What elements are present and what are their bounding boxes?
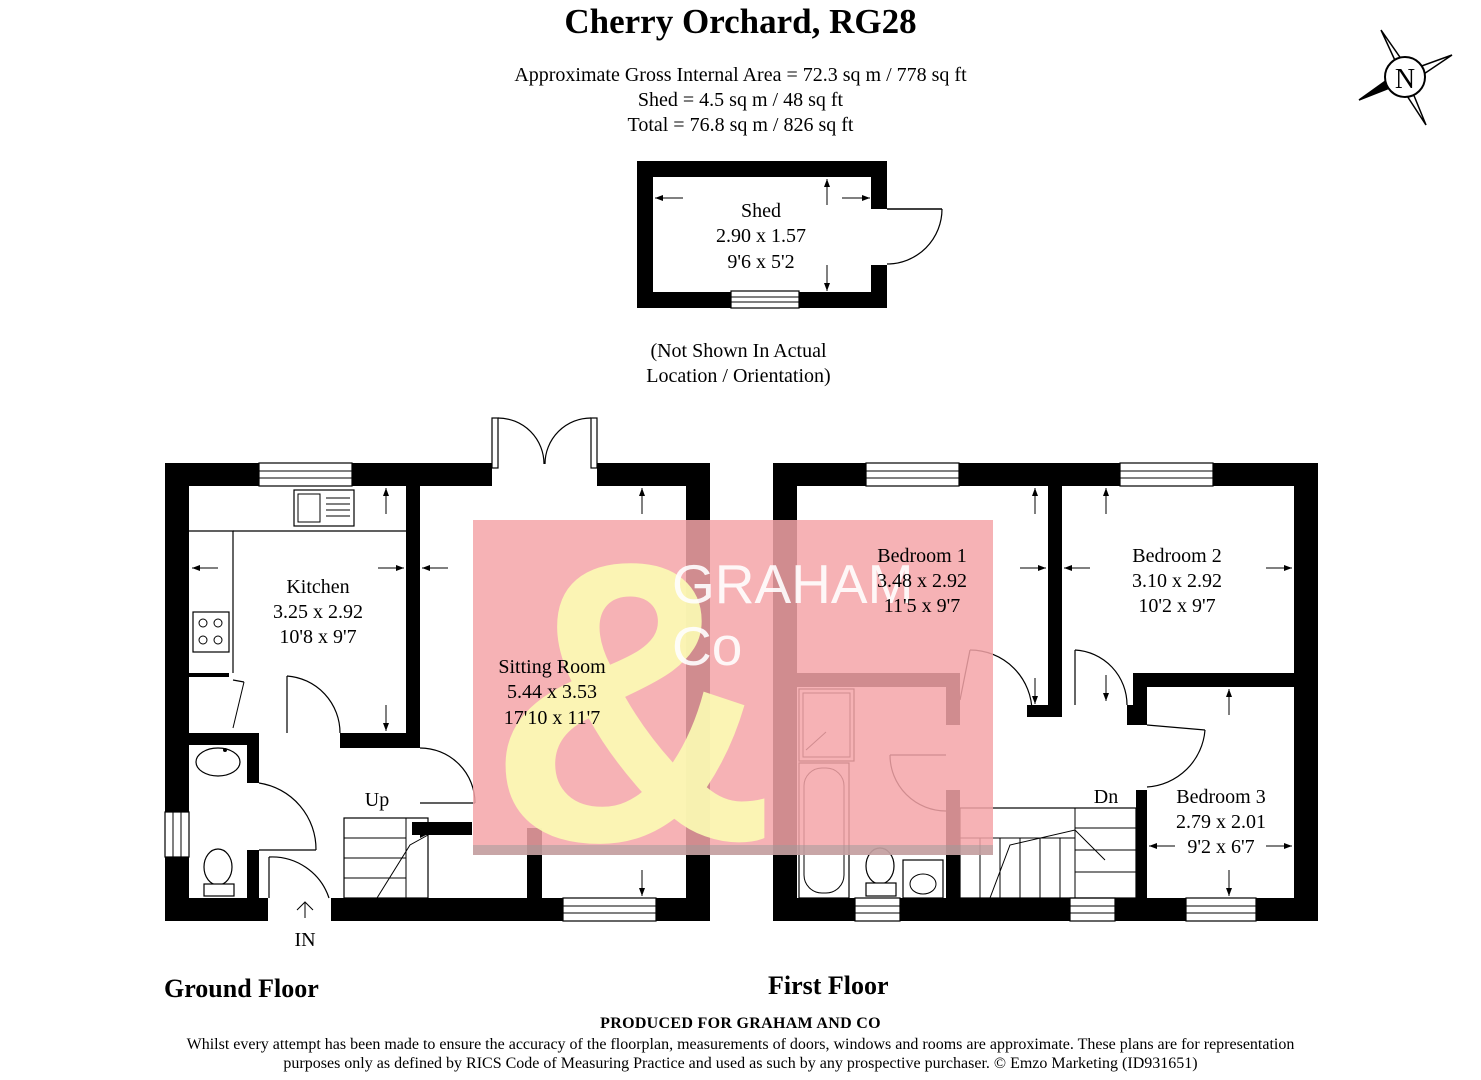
bedroom3-metric: 2.79 x 2.01 bbox=[1176, 811, 1266, 833]
agency-watermark: & GRAHAM Co bbox=[473, 478, 993, 925]
shed-metric: 2.90 x 1.57 bbox=[716, 225, 806, 247]
stairs-down-label: Dn bbox=[1094, 786, 1118, 808]
produced-for-text: PRODUCED FOR GRAHAM AND CO bbox=[600, 1015, 881, 1032]
gross-area-text: Approximate Gross Internal Area = 72.3 s… bbox=[514, 64, 967, 86]
bedroom2-name: Bedroom 2 bbox=[1132, 545, 1221, 567]
room-labels: Kitchen 3.25 x 2.92 10'8 x 9'7 Sitting R… bbox=[273, 545, 1266, 951]
first-floor-label: First Floor bbox=[768, 971, 889, 1000]
bedroom2-imperial: 10'2 x 9'7 bbox=[1138, 595, 1215, 617]
compass-icon: N bbox=[1358, 29, 1453, 126]
compass-north-label: N bbox=[1395, 64, 1415, 95]
bedroom3-imperial: 9'2 x 6'7 bbox=[1187, 836, 1254, 858]
shed-imperial: 9'6 x 5'2 bbox=[727, 251, 794, 273]
disclaimer-line2: purposes only as defined by RICS Code of… bbox=[283, 1055, 1198, 1072]
bedroom1-name: Bedroom 1 bbox=[877, 545, 966, 567]
watermark-ampersand-icon: & bbox=[488, 478, 777, 925]
bedroom1-metric: 3.48 x 2.92 bbox=[877, 570, 967, 592]
kitchen-imperial: 10'8 x 9'7 bbox=[279, 626, 356, 648]
sitting-room-name: Sitting Room bbox=[498, 656, 606, 678]
bedroom3-name: Bedroom 3 bbox=[1176, 786, 1265, 808]
shed-note-line2: Location / Orientation) bbox=[646, 365, 831, 387]
shed-note-line1: (Not Shown In Actual bbox=[650, 340, 827, 362]
sitting-room-imperial: 17'10 x 11'7 bbox=[504, 707, 600, 729]
total-area-text: Total = 76.8 sq m / 826 sq ft bbox=[627, 114, 854, 136]
entrance-label: IN bbox=[294, 929, 315, 951]
bedroom1-imperial: 11'5 x 9'7 bbox=[884, 595, 960, 617]
watermark-brand-line2: Co bbox=[672, 615, 742, 677]
shed-area-text: Shed = 4.5 sq m / 48 sq ft bbox=[637, 89, 844, 111]
disclaimer-line1: Whilst every attempt has been made to en… bbox=[186, 1036, 1295, 1053]
sitting-room-metric: 5.44 x 3.53 bbox=[507, 681, 597, 703]
bedroom2-metric: 3.10 x 2.92 bbox=[1132, 570, 1222, 592]
disclaimer: Whilst every attempt has been made to en… bbox=[40, 1035, 1441, 1073]
kitchen-name: Kitchen bbox=[286, 576, 349, 598]
ground-floor-label: Ground Floor bbox=[164, 974, 319, 1003]
watermark-brand-line1: GRAHAM bbox=[672, 553, 913, 615]
shed-name: Shed bbox=[741, 200, 781, 222]
stairs-up-label: Up bbox=[365, 789, 389, 811]
plan-title: Cherry Orchard, RG28 bbox=[564, 2, 917, 41]
kitchen-metric: 3.25 x 2.92 bbox=[273, 601, 363, 623]
shed-plan: Shed 2.90 x 1.57 9'6 x 5'2 bbox=[637, 161, 943, 309]
